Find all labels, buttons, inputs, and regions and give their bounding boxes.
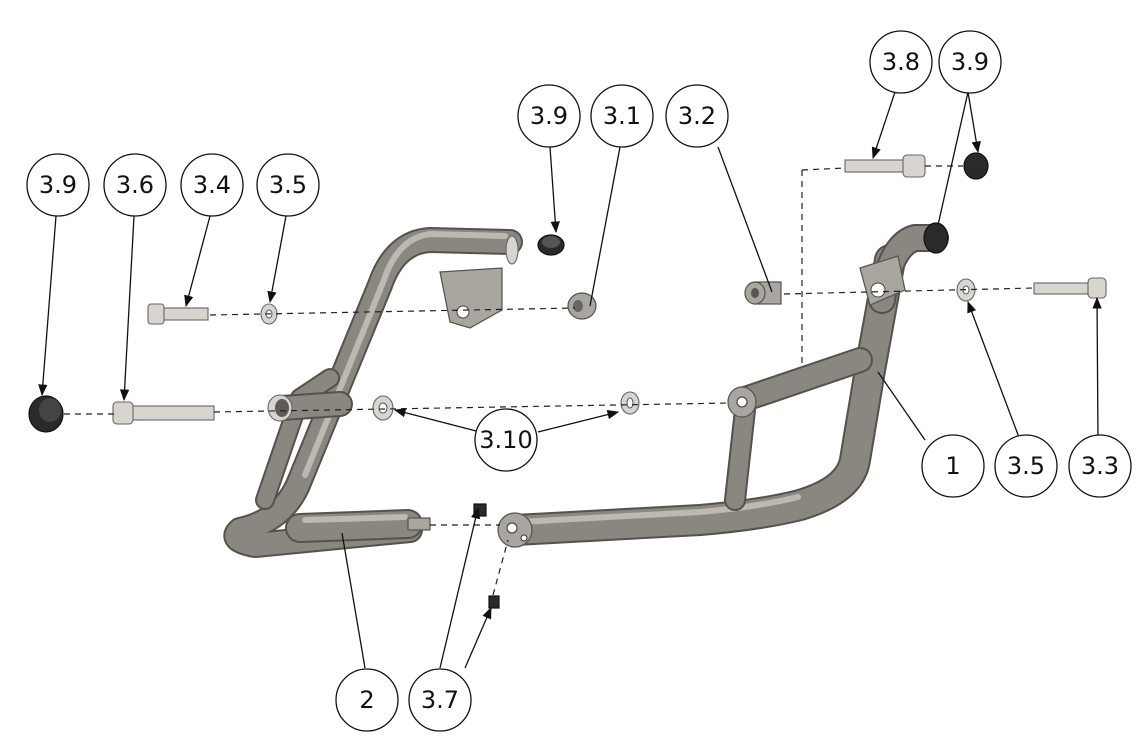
callout-label: 3.9: [530, 102, 568, 130]
callout-3-5-right: 3.5: [994, 434, 1058, 498]
callout-label: 3.10: [479, 426, 532, 454]
frame-part-2: [223, 227, 523, 558]
callout-label: 3.3: [1081, 452, 1119, 480]
bolt-3-4: [147, 303, 209, 325]
callout-3-6: 3.6: [103, 153, 167, 217]
callout-3-7: 3.7: [408, 668, 472, 732]
washer-3-10-right: [620, 391, 640, 415]
bolt-3-3: [1033, 277, 1107, 299]
callout-label: 3.9: [951, 48, 989, 76]
set-screw-3-7: [473, 503, 500, 609]
frame-part-1: [497, 224, 949, 548]
callout-label: 3.5: [1007, 452, 1045, 480]
callout-3-1: 3.1: [590, 84, 654, 148]
callout-3-9-mid: 3.9: [517, 84, 581, 148]
callout-2: 2: [335, 668, 399, 732]
assembly-lines: [64, 165, 1035, 596]
callout-label: 3.5: [269, 171, 307, 199]
callout-3-5-left: 3.5: [256, 153, 320, 217]
leader-lines: [38, 91, 1102, 669]
cap-3-9-right: [923, 152, 989, 254]
callout-3-3: 3.3: [1068, 434, 1132, 498]
washer-3-5-right: [956, 278, 976, 302]
spacer-3-1: [567, 292, 597, 320]
callout-label: 3.4: [193, 171, 231, 199]
callout-label: 3.8: [882, 48, 920, 76]
callout-label: 3.1: [603, 102, 641, 130]
bolt-3-8: [844, 154, 926, 178]
callout-3-2: 3.2: [665, 84, 729, 148]
callout-label: 3.2: [678, 102, 716, 130]
callout-3-8: 3.8: [869, 30, 933, 94]
spacer-3-2: [744, 281, 782, 305]
callout-label: 3.7: [421, 686, 459, 714]
callout-3-4: 3.4: [180, 153, 244, 217]
callout-label: 1: [945, 452, 960, 480]
bolt-3-6: [112, 401, 215, 425]
callout-1: 1: [921, 434, 985, 498]
callout-label: 3.9: [39, 171, 77, 199]
callout-3-10: 3.10: [474, 408, 538, 472]
callout-3-9-left: 3.9: [26, 153, 90, 217]
plug-3-9-mid: [537, 234, 565, 256]
callout-label: 2: [359, 686, 374, 714]
cap-3-9-left: [28, 395, 64, 433]
callout-3-9-right: 3.9: [938, 30, 1002, 94]
callout-label: 3.6: [116, 171, 154, 199]
washer-3-10-left: [372, 395, 394, 421]
